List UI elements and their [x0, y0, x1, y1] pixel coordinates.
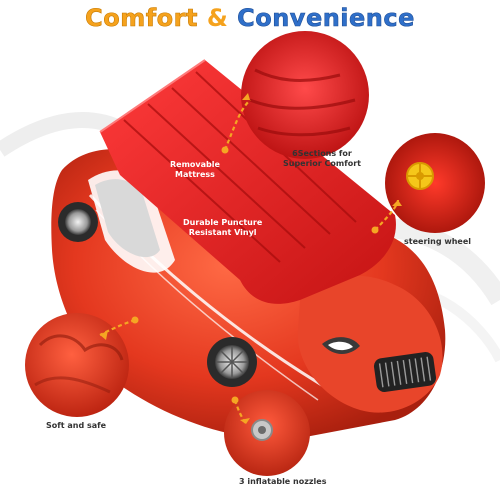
callout-soft-safe: Soft and safe — [46, 421, 107, 430]
callout-steering-wheel: steering wheel — [404, 237, 472, 246]
callout-inflatable-nozzles: 3 inflatable nozzles — [239, 477, 327, 486]
nozzle-closeup — [224, 390, 310, 476]
title-word-convenience: Convenience — [237, 4, 415, 33]
title-ampersand: & — [206, 4, 229, 32]
mattress-closeup — [241, 31, 369, 159]
callout-durable-vinyl: Durable Puncture Resistant Vinyl — [183, 218, 263, 237]
title-word-comfort: Comfort — [85, 4, 198, 33]
page-title: Comfort & Convenience — [0, 4, 500, 33]
callout-removable-mattress: Removable Mattress — [170, 160, 220, 179]
mattress — [99, 59, 396, 304]
steering-wheel-closeup — [385, 133, 485, 233]
arrow-mattress — [223, 99, 251, 151]
soft-closeup — [25, 313, 129, 417]
callout-six-sections: 6Sections for Superior Comfort — [283, 149, 361, 168]
